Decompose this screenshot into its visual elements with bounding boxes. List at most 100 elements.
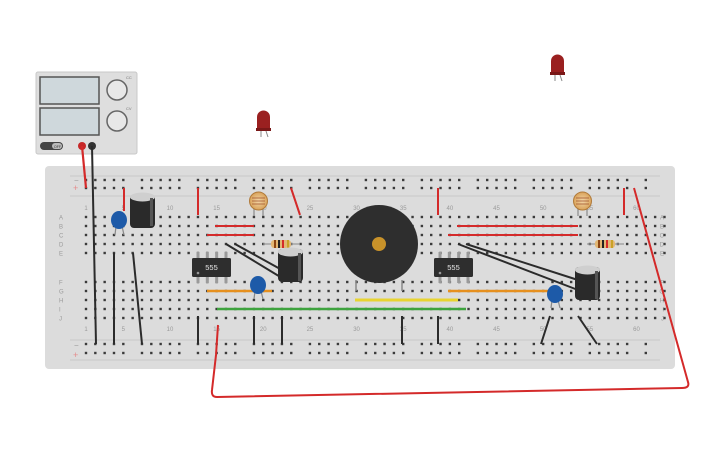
breadboard-hole[interactable] — [187, 242, 190, 246]
breadboard-hole[interactable] — [653, 298, 657, 302]
breadboard-hole[interactable] — [513, 307, 517, 311]
rail-hole[interactable] — [616, 186, 620, 190]
breadboard-hole[interactable] — [663, 316, 666, 320]
rail-hole[interactable] — [458, 351, 461, 355]
breadboard-hole[interactable] — [597, 224, 601, 228]
breadboard-hole[interactable] — [159, 280, 162, 284]
breadboard-hole[interactable] — [439, 316, 442, 320]
breadboard-hole[interactable] — [532, 316, 536, 320]
breadboard-hole[interactable] — [653, 251, 657, 255]
breadboard-hole[interactable] — [336, 289, 340, 293]
breadboard-hole[interactable] — [215, 307, 218, 311]
breadboard-hole[interactable] — [551, 215, 554, 219]
breadboard-hole[interactable] — [196, 242, 200, 246]
breadboard-hole[interactable] — [588, 307, 592, 311]
rail-hole[interactable] — [140, 351, 144, 355]
breadboard-hole[interactable] — [94, 251, 97, 255]
rail-hole[interactable] — [607, 342, 610, 346]
electrolytic-capacitor-2[interactable] — [278, 247, 303, 283]
breadboard-hole[interactable] — [103, 215, 106, 219]
breadboard-hole[interactable] — [420, 251, 424, 255]
breadboard-hole[interactable] — [616, 233, 620, 237]
breadboard-hole[interactable] — [569, 251, 573, 255]
rail-hole[interactable] — [234, 178, 237, 182]
breadboard-hole[interactable] — [243, 215, 246, 219]
photoresistor-left[interactable] — [249, 191, 268, 216]
rail-hole[interactable] — [103, 186, 106, 190]
rail-hole[interactable] — [597, 342, 601, 346]
rail-hole[interactable] — [532, 186, 536, 190]
rail-hole[interactable] — [327, 342, 330, 346]
breadboard-hole[interactable] — [495, 307, 498, 311]
breadboard-hole[interactable] — [579, 307, 582, 311]
breadboard-hole[interactable] — [178, 251, 181, 255]
breadboard-hole[interactable] — [346, 280, 349, 284]
breadboard-hole[interactable] — [476, 242, 480, 246]
breadboard-hole[interactable] — [495, 215, 498, 219]
breadboard-hole[interactable] — [159, 298, 162, 302]
breadboard-hole[interactable] — [271, 224, 274, 228]
breadboard-hole[interactable] — [308, 224, 312, 228]
rail-hole[interactable] — [541, 186, 545, 190]
breadboard-hole[interactable] — [513, 215, 517, 219]
breadboard-hole[interactable] — [513, 298, 517, 302]
breadboard-hole[interactable] — [579, 242, 582, 246]
power-supply[interactable]: CC CV OFF — [35, 71, 138, 155]
breadboard-hole[interactable] — [430, 242, 433, 246]
breadboard-hole[interactable] — [420, 242, 424, 246]
breadboard-hole[interactable] — [159, 307, 162, 311]
breadboard-hole[interactable] — [392, 280, 396, 284]
breadboard-hole[interactable] — [569, 289, 573, 293]
wire-red-long-loop[interactable] — [210, 187, 690, 399]
breadboard-hole[interactable] — [402, 289, 405, 293]
rail-hole[interactable] — [215, 178, 218, 182]
breadboard-hole[interactable] — [392, 289, 396, 293]
breadboard-hole[interactable] — [663, 215, 666, 219]
breadboard-hole[interactable] — [653, 215, 657, 219]
breadboard-hole[interactable] — [420, 316, 424, 320]
breadboard-hole[interactable] — [430, 233, 433, 237]
breadboard-hole[interactable] — [392, 316, 396, 320]
breadboard-hole[interactable] — [215, 215, 218, 219]
rail-hole[interactable] — [402, 342, 405, 346]
rail-hole[interactable] — [103, 351, 106, 355]
breadboard-hole[interactable] — [271, 316, 274, 320]
rail-hole[interactable] — [551, 178, 554, 182]
breadboard-hole[interactable] — [140, 289, 144, 293]
resistor-right[interactable] — [587, 240, 624, 248]
rail-hole[interactable] — [318, 351, 321, 355]
rail-hole[interactable] — [513, 351, 517, 355]
breadboard-hole[interactable] — [84, 251, 88, 255]
rail-hole[interactable] — [597, 351, 601, 355]
breadboard-hole[interactable] — [168, 242, 172, 246]
breadboard-hole[interactable] — [588, 215, 592, 219]
breadboard-hole[interactable] — [103, 280, 106, 284]
breadboard-hole[interactable] — [597, 316, 601, 320]
rail-hole[interactable] — [252, 178, 256, 182]
breadboard-hole[interactable] — [94, 242, 97, 246]
rail-hole[interactable] — [504, 351, 508, 355]
breadboard-hole[interactable] — [523, 251, 526, 255]
breadboard-hole[interactable] — [131, 316, 134, 320]
rail-hole[interactable] — [607, 186, 610, 190]
breadboard-hole[interactable] — [150, 251, 153, 255]
breadboard-hole[interactable] — [607, 233, 610, 237]
breadboard-hole[interactable] — [299, 215, 302, 219]
breadboard-hole[interactable] — [607, 307, 610, 311]
rail-hole[interactable] — [262, 342, 265, 346]
rail-hole[interactable] — [560, 178, 564, 182]
ceramic-capacitor-3[interactable] — [547, 285, 563, 309]
breadboard-hole[interactable] — [243, 242, 246, 246]
rail-hole[interactable] — [374, 178, 377, 182]
breadboard-hole[interactable] — [607, 215, 610, 219]
rail-hole[interactable] — [224, 178, 228, 182]
rail-hole[interactable] — [383, 351, 386, 355]
rail-hole[interactable] — [159, 342, 162, 346]
breadboard-hole[interactable] — [280, 289, 284, 293]
rail-hole[interactable] — [560, 186, 564, 190]
rail-hole[interactable] — [168, 342, 172, 346]
rail-hole[interactable] — [513, 342, 517, 346]
rail-hole[interactable] — [280, 178, 284, 182]
rail-hole[interactable] — [448, 342, 452, 346]
breadboard-hole[interactable] — [178, 280, 181, 284]
